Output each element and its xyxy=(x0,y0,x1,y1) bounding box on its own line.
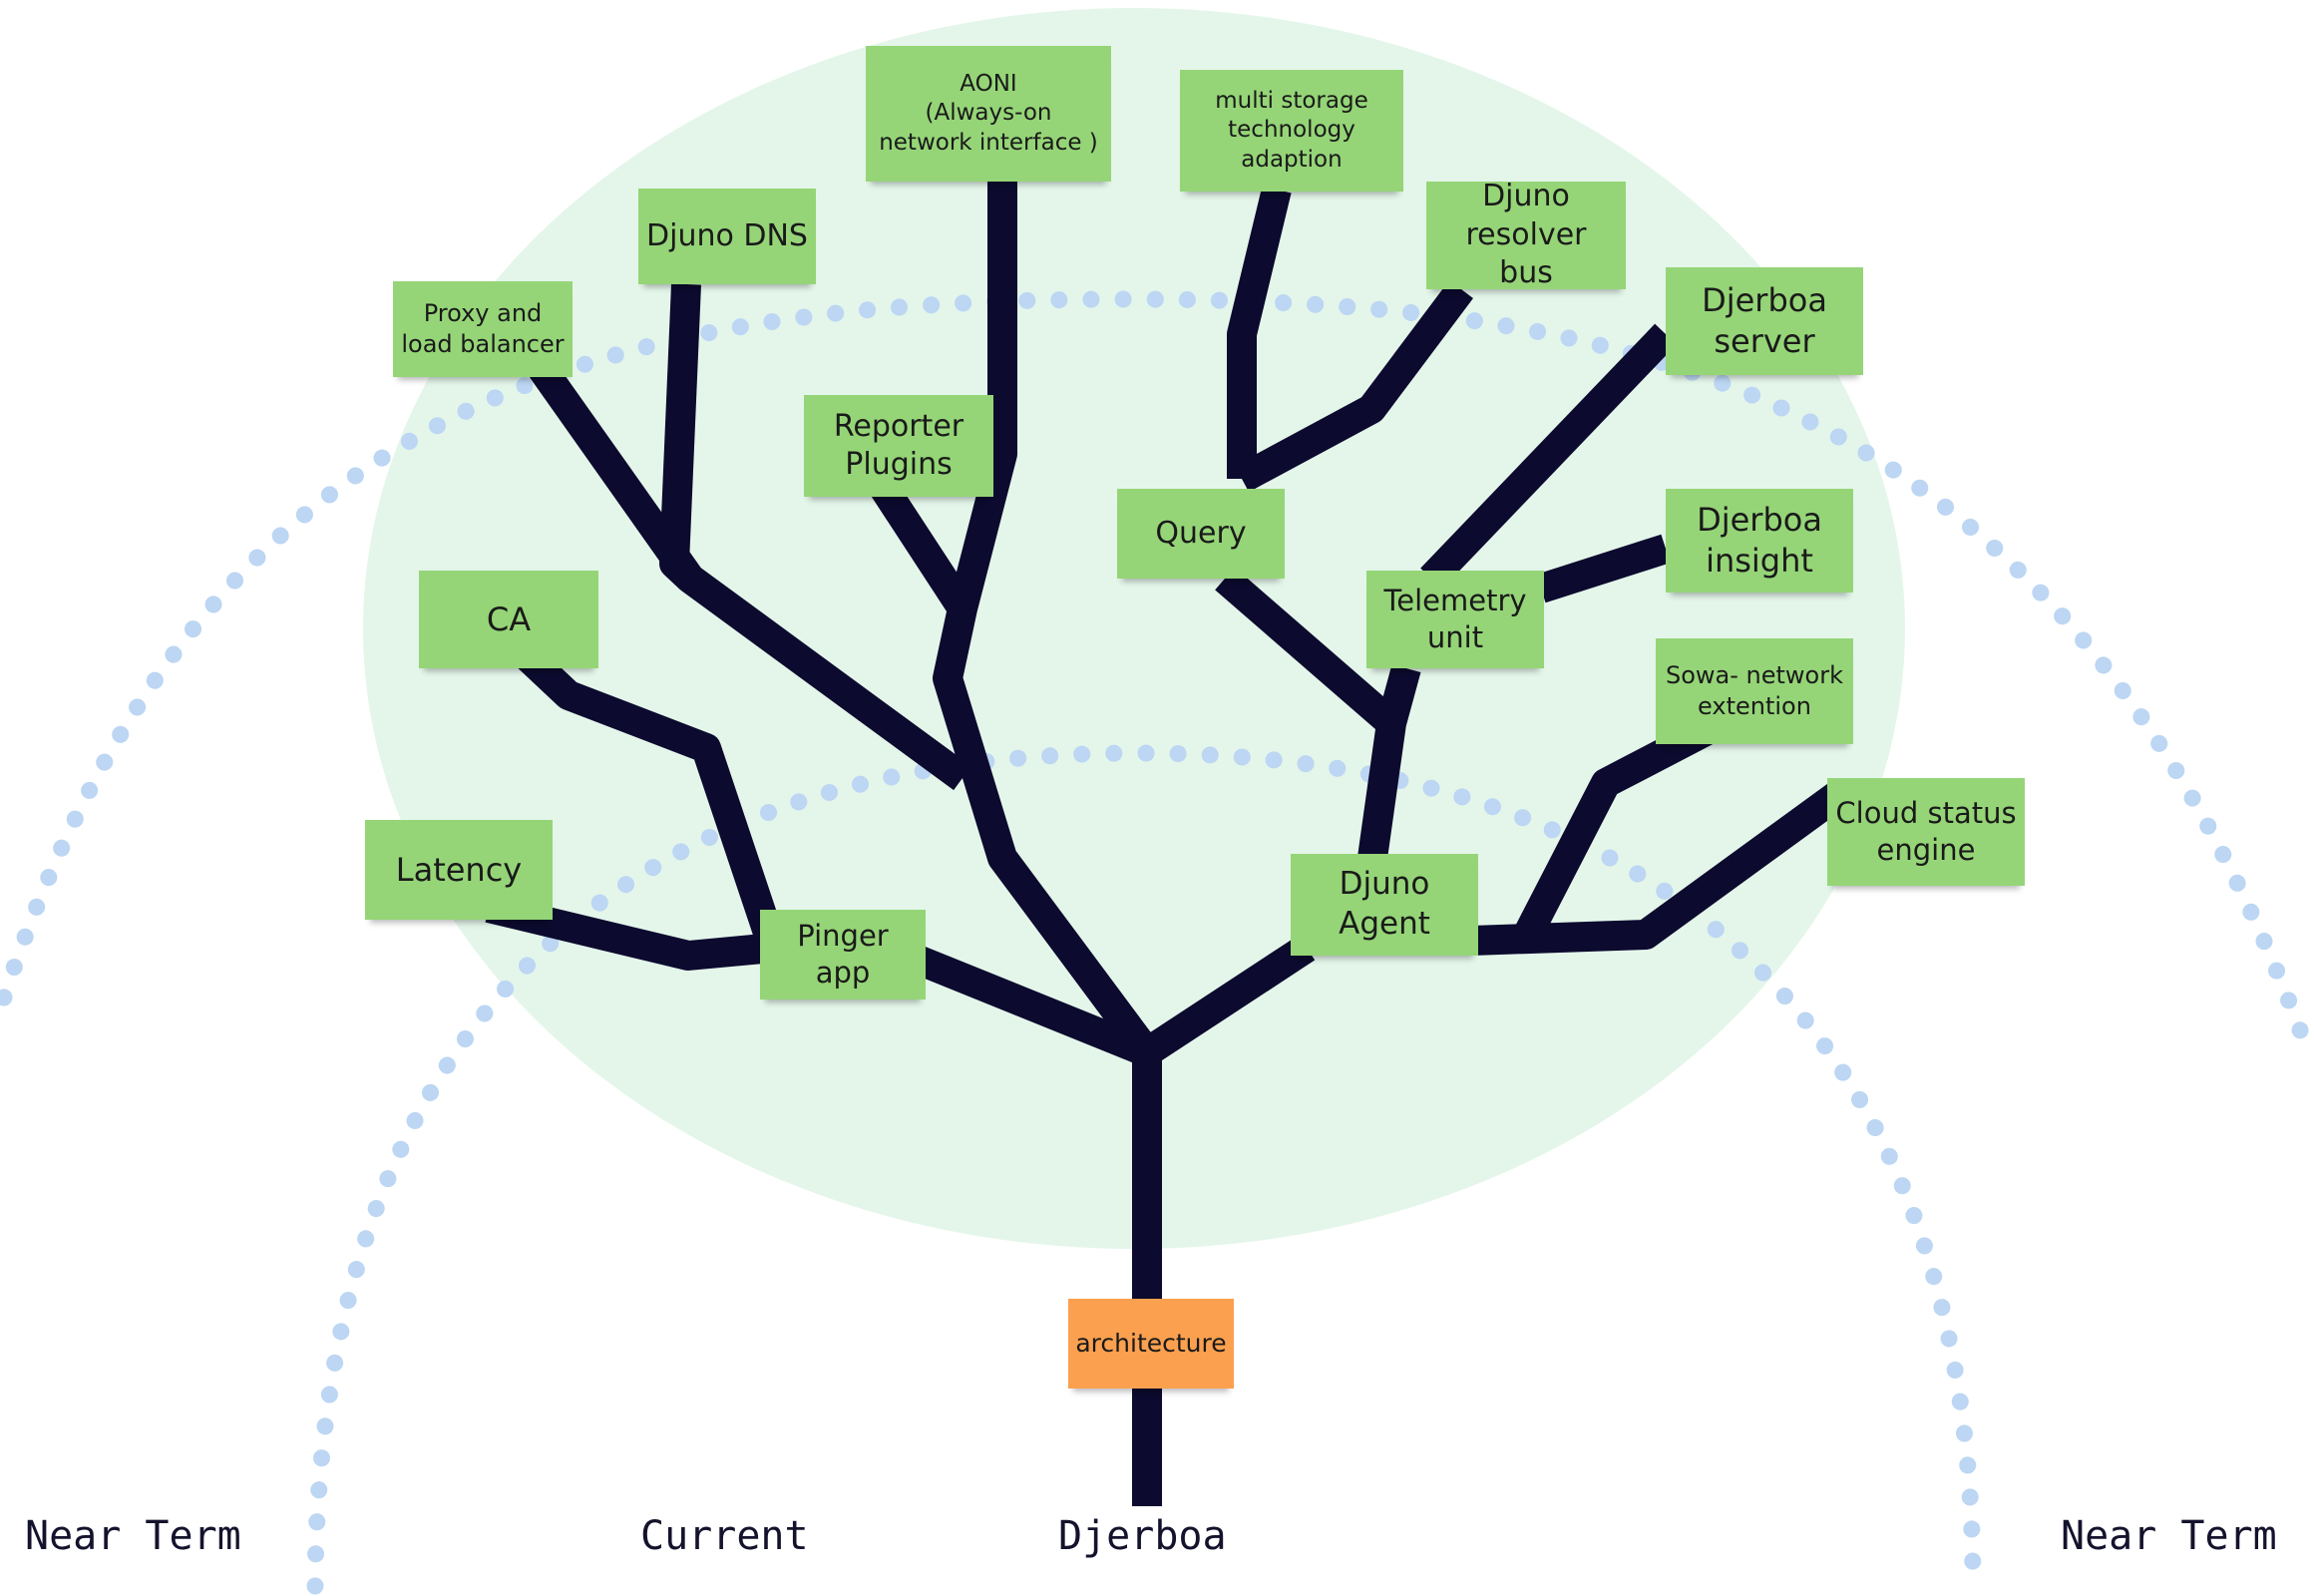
note-djerboa-server[interactable]: Djerboa server xyxy=(1666,267,1863,375)
note-sowa-network-extention[interactable]: Sowa- network extention xyxy=(1656,638,1853,744)
djerboa-label: Djerboa xyxy=(1058,1513,1227,1559)
current-label: Current xyxy=(640,1513,809,1559)
branch-pinger xyxy=(907,944,1153,1066)
branch-ca xyxy=(508,637,788,953)
note-cloud-status-engine[interactable]: Cloud status engine xyxy=(1827,778,2025,886)
branch-left-main xyxy=(933,180,1160,1061)
branch-sowa xyxy=(1512,717,1713,945)
near-term-right-label: Near Term xyxy=(2061,1513,2277,1559)
note-djuno-resolver-bus[interactable]: Djuno resolver bus xyxy=(1426,179,1626,290)
note-pinger-app[interactable]: Pinger app xyxy=(760,910,926,999)
note-djerboa-insight[interactable]: Djerboa insight xyxy=(1666,489,1853,593)
branch-query xyxy=(1215,567,1401,735)
branch-telemetry-server xyxy=(1420,323,1677,590)
tree-branches xyxy=(485,180,1849,1506)
branch-right-main xyxy=(1138,935,1316,1065)
note-djuno-agent[interactable]: Djuno Agent xyxy=(1291,854,1478,956)
outer-horizon-arc xyxy=(0,290,2314,1066)
note-telemetry-unit[interactable]: Telemetry unit xyxy=(1366,571,1544,668)
branch-latency xyxy=(485,893,775,971)
near-term-left-label: Near Term xyxy=(25,1513,241,1559)
note-architecture[interactable]: architecture xyxy=(1068,1299,1234,1389)
branch-dns xyxy=(659,283,701,590)
note-djuno-dns[interactable]: Djuno DNS xyxy=(638,189,816,284)
note-ca[interactable]: CA xyxy=(419,571,598,668)
note-aoni[interactable]: AONI (Always-on network interface ) xyxy=(866,46,1111,182)
note-reporter-plugins[interactable]: Reporter Plugins xyxy=(804,395,993,497)
note-multi-storage[interactable]: multi storage technology adaption xyxy=(1180,70,1403,192)
note-proxy-load-balancer[interactable]: Proxy and load balancer xyxy=(393,281,573,377)
branch-query-up xyxy=(1227,186,1292,479)
branch-resolver xyxy=(1234,280,1473,493)
inner-horizon-arc xyxy=(306,744,1982,1595)
branch-insight xyxy=(1536,534,1671,603)
note-latency[interactable]: Latency xyxy=(365,820,553,920)
note-query[interactable]: Query xyxy=(1117,489,1285,579)
branch-reporter xyxy=(865,470,975,617)
